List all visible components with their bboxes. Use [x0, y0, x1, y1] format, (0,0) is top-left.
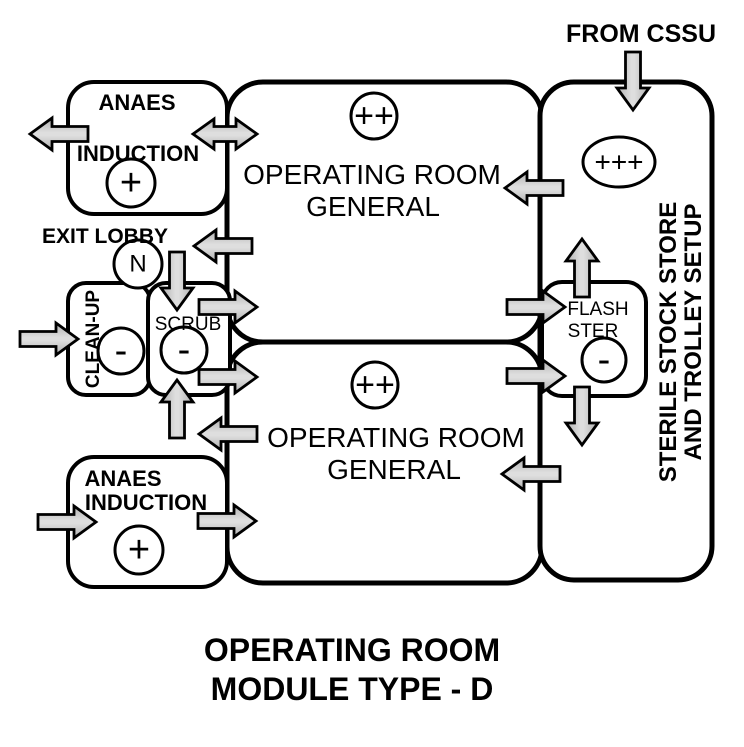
- pressure-value-or-top: ++: [354, 97, 394, 135]
- pressure-circle-exit-lobby: [112, 238, 164, 290]
- pressure-value-anaes-bottom: +: [128, 529, 150, 571]
- diagram-title-line2: MODULE TYPE - D: [211, 671, 494, 707]
- flash-ster-label-line2: STER: [568, 321, 619, 342]
- pressure-value-anaes-top: +: [120, 162, 142, 204]
- pressure-value-exit-lobby: N: [129, 251, 146, 278]
- anaes-top-label-line1: ANAES: [98, 90, 175, 115]
- pressure-circle-clean-up: [96, 326, 146, 376]
- or-bottom-label-line1: OPERATING ROOM: [267, 422, 525, 453]
- anaes-bottom-label-line2: INDUCTION: [85, 490, 207, 515]
- pressure-value-or-bottom: ++: [355, 366, 395, 404]
- pressure-value-scrub: -: [178, 329, 191, 371]
- pressure-value-clean-up: -: [115, 330, 128, 372]
- clean-up-label: CLEAN-UP: [83, 290, 104, 388]
- sterile-store-label-line2: AND TROLLEY SETUP: [680, 204, 707, 461]
- pressure-circle-or-top: [349, 91, 399, 141]
- pressure-value-flash-ster: -: [598, 339, 611, 381]
- pressure-circle-scrub: [159, 325, 209, 375]
- flash-ster-label-line1: FLASH: [567, 299, 628, 320]
- or-top-label-line1: OPERATING ROOM: [243, 159, 501, 190]
- or-bottom-label-line2: GENERAL: [327, 454, 461, 485]
- or-top-label-line2: GENERAL: [306, 191, 440, 222]
- pressure-circle-or-bottom: [350, 360, 400, 410]
- exit-lobby-label: EXIT LOBBY: [42, 225, 168, 248]
- pressure-circle-anaes-top: [105, 157, 157, 209]
- pressure-ellipse-sterile-store: [581, 135, 657, 189]
- pressure-circle-anaes-bottom: [113, 524, 165, 576]
- scrub-label: SCRUB: [155, 314, 222, 335]
- anaes-bottom-label-line1: ANAES: [84, 466, 161, 491]
- diagram-title-line1: OPERATING ROOM: [204, 632, 500, 668]
- pressure-circle-flash-ster: [580, 336, 628, 384]
- anaes-top-label-line2: INDUCTION: [77, 141, 199, 166]
- pressure-value-sterile-store: +++: [594, 147, 643, 178]
- from-cssu-label: FROM CSSU: [566, 20, 716, 48]
- sterile-store-label-line1: STERILE STOCK STORE: [655, 202, 682, 483]
